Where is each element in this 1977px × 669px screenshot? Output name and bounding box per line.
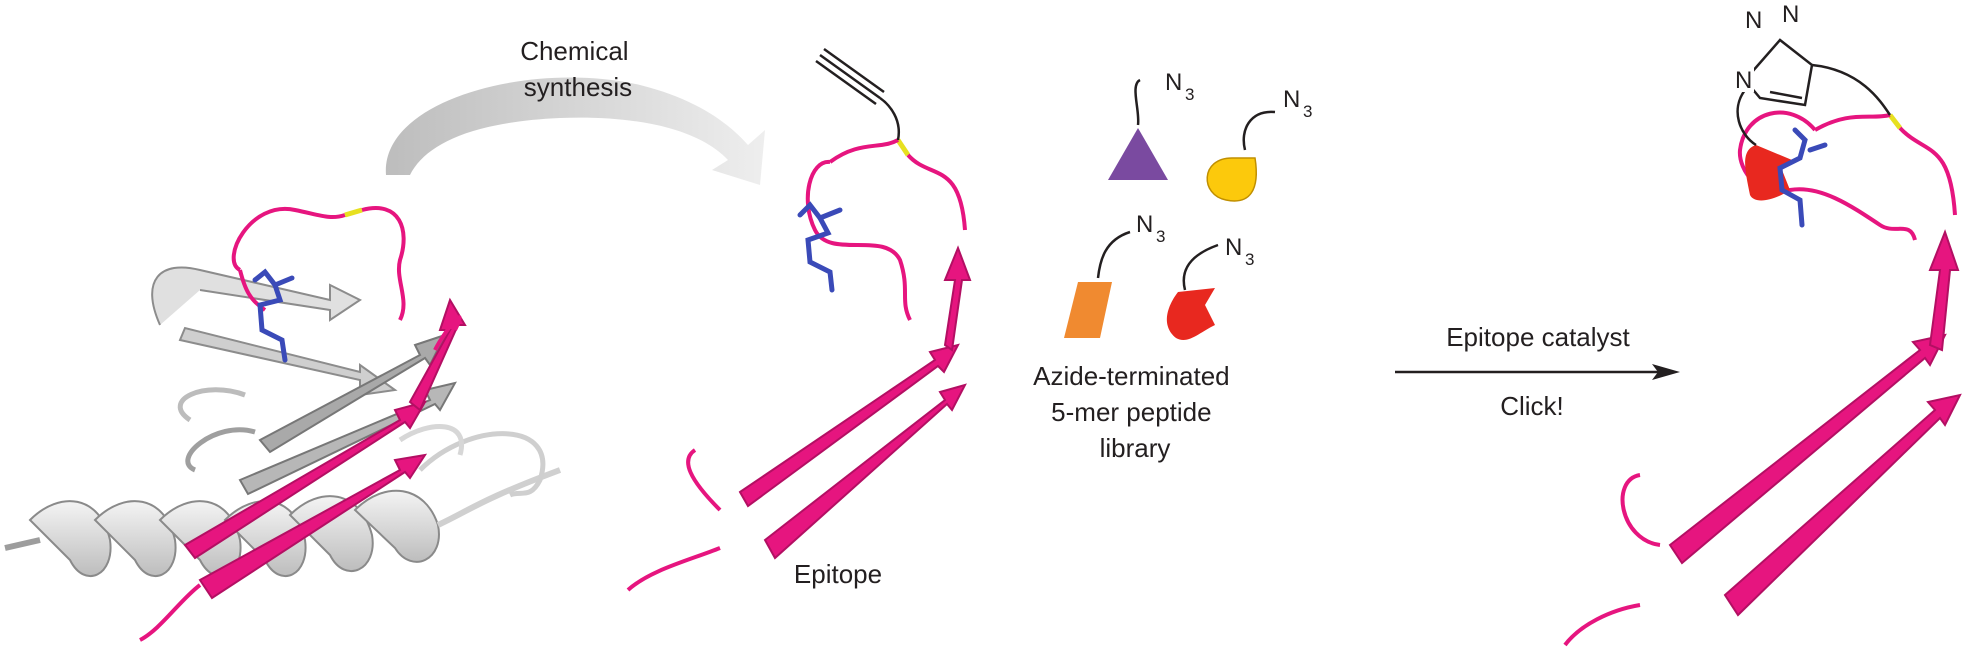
triazole-n1: N [1745,7,1762,34]
azide-label-3: N [1136,211,1153,238]
red-peptide [1166,288,1215,341]
parallelogram-peptide [1064,282,1112,338]
azide-label-4: N [1225,234,1242,261]
native-epitope [139,206,467,642]
lysine-residue [252,268,295,363]
azide-sub-4: 3 [1245,250,1254,269]
click-label: Click! [1500,391,1564,421]
product-epitope: N N N N [1563,1,1962,647]
grey-beta-sheets [151,266,546,498]
lysine-residue-2 [797,201,843,293]
catalyst-label: Epitope catalyst [1446,322,1630,352]
alkyne-icon [815,47,901,141]
library-label: Azide-terminated 5-mer peptide library [1033,361,1237,463]
triazole-icon: N N N N [1734,1,1892,147]
reaction-arrow-icon [1395,364,1680,380]
curved-arrow-icon [385,77,765,185]
triazole-n3-label: N [1735,67,1752,94]
azide-label-2: N [1283,86,1300,113]
azide-sub-2: 3 [1303,102,1312,121]
synthetic-epitope [626,47,972,592]
lysine-residue-3 [1777,127,1828,228]
azide-sub-3: 3 [1156,227,1165,246]
triangle-peptide [1108,128,1168,180]
native-protein [4,206,562,642]
triazole-n2: N [1782,1,1799,28]
azide-label-1: N [1165,69,1182,96]
alpha-helix [4,467,562,578]
chemical-synthesis-label: Chemical synthesis [520,36,636,102]
azide-library: N 3 N 3 N 3 N 3 [1064,69,1312,341]
teardrop-peptide [1206,157,1257,202]
azide-sub-1: 3 [1185,85,1194,104]
epitope-label: Epitope [794,559,882,589]
